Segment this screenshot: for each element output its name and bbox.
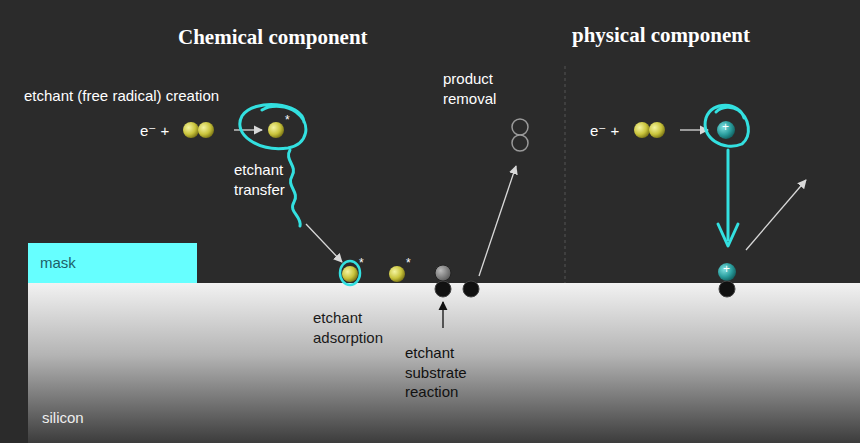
removal-arrow bbox=[479, 166, 516, 276]
adsorbed-radical bbox=[389, 266, 405, 282]
section-heading: Chemical component bbox=[178, 24, 368, 51]
mask-layer: mask bbox=[28, 243, 197, 283]
silicon-substrate bbox=[28, 283, 860, 443]
step-label: product removal bbox=[443, 69, 521, 108]
node-label: mask bbox=[40, 254, 197, 272]
radical-mark: * bbox=[406, 256, 411, 272]
ion-atom bbox=[718, 263, 736, 281]
pointer-arrow bbox=[442, 302, 443, 328]
step-label: etchant transfer bbox=[234, 160, 306, 199]
radical-mark: * bbox=[285, 113, 290, 129]
molecule-atom bbox=[634, 122, 650, 138]
equation-text: e⁻ + bbox=[140, 121, 169, 141]
sputter-arrow bbox=[746, 180, 806, 250]
reaction-arrow bbox=[234, 129, 262, 130]
node-label: silicon bbox=[42, 409, 860, 427]
radical-mark: * bbox=[359, 256, 364, 272]
product-atom bbox=[512, 119, 528, 135]
silicon-atom bbox=[463, 281, 479, 297]
step-label: etchant substrate reaction bbox=[405, 343, 487, 402]
product-atom bbox=[435, 265, 451, 281]
molecule-atom bbox=[198, 122, 214, 138]
highlight-loop bbox=[705, 105, 748, 146]
reaction-arrow bbox=[680, 129, 708, 130]
highlight-loop bbox=[340, 261, 360, 285]
bombard-arrowhead bbox=[718, 224, 738, 246]
adsorbed-radical bbox=[342, 266, 358, 282]
molecule-atom bbox=[183, 122, 199, 138]
silicon-atom bbox=[435, 281, 451, 297]
silicon-atom bbox=[719, 281, 735, 297]
divider-line bbox=[565, 66, 566, 283]
equation-text: e⁻ + bbox=[590, 121, 619, 141]
highlight-loop bbox=[240, 105, 306, 149]
ion-atom bbox=[717, 121, 735, 139]
highlight-squiggle bbox=[288, 150, 300, 226]
silicon-substrate: silicon bbox=[28, 283, 860, 443]
product-atom bbox=[512, 135, 528, 151]
section-heading: physical component bbox=[572, 22, 750, 49]
transfer-arrow bbox=[306, 224, 342, 262]
charge-mark: + bbox=[722, 120, 729, 136]
step-label: etchant (free radical) creation bbox=[24, 86, 219, 106]
charge-mark: + bbox=[723, 262, 730, 278]
bombard-arrow bbox=[727, 150, 730, 240]
step-label: etchant adsorption bbox=[313, 308, 401, 347]
radical-atom bbox=[268, 122, 284, 138]
molecule-atom bbox=[649, 122, 665, 138]
